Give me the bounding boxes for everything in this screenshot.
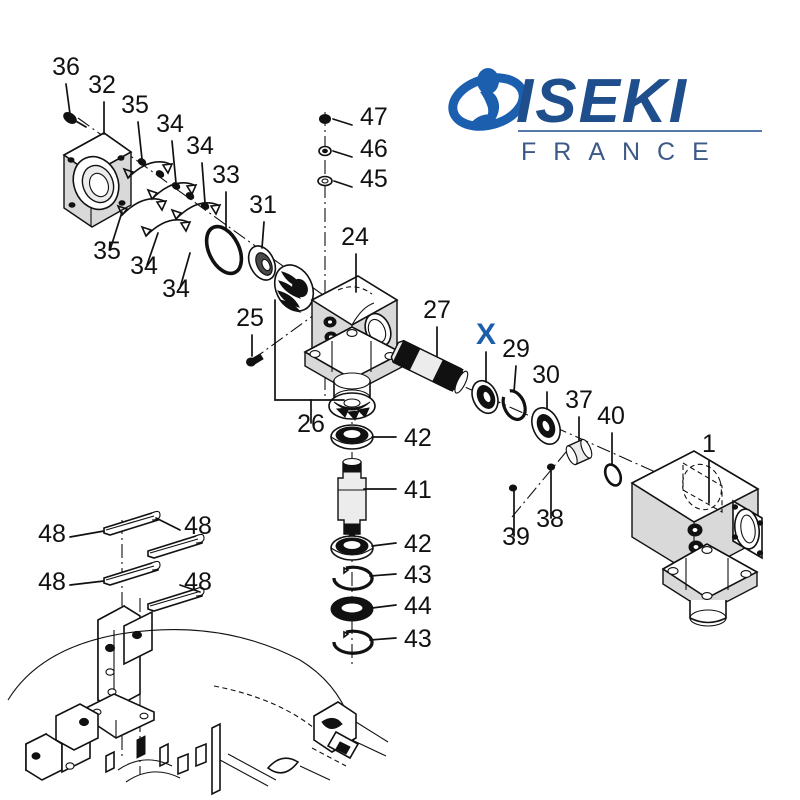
callout-38: 38 xyxy=(536,505,564,533)
part-43-snap-ring-lower xyxy=(332,629,374,655)
callout-48-d: 48 xyxy=(184,568,212,596)
callout-46: 46 xyxy=(360,135,388,163)
part-43-snap-ring-upper xyxy=(332,565,374,591)
callout-34-b: 34 xyxy=(186,132,214,160)
part-32-flange-housing xyxy=(62,132,133,228)
part-25-bolt xyxy=(246,353,264,367)
callout-34-a: 34 xyxy=(156,110,184,138)
callout-35-b: 35 xyxy=(93,237,121,265)
callout-37: 37 xyxy=(565,386,593,414)
callout-45: 45 xyxy=(360,165,388,193)
part-42-bearing-lower xyxy=(330,535,374,561)
part-40-o-ring xyxy=(603,463,623,487)
part-30-bearing xyxy=(531,407,561,445)
part-36-bolt xyxy=(63,112,87,128)
callout-labels: 36 32 35 34 34 33 31 35 34 34 25 47 46 4… xyxy=(38,53,716,653)
callout-35-a: 35 xyxy=(121,91,149,119)
callout-25: 25 xyxy=(236,304,264,332)
part-24-gearbox-housing xyxy=(303,275,404,407)
callout-42-b: 42 xyxy=(404,530,432,558)
callout-41: 41 xyxy=(404,476,432,504)
part-44-seal xyxy=(330,596,374,622)
part-27-spline-shaft xyxy=(390,339,469,394)
callout-30: 30 xyxy=(532,361,560,389)
part-26-bevel-gear xyxy=(328,392,376,421)
callout-42-a: 42 xyxy=(404,424,432,452)
part-31-bearing xyxy=(247,245,277,281)
part-47-bolt xyxy=(319,114,331,124)
parts-48-cotter-pins xyxy=(103,510,205,612)
callout-43-a: 43 xyxy=(404,561,432,589)
part-45-washer xyxy=(317,175,333,187)
callout-24: 24 xyxy=(341,223,369,251)
callout-34-c: 34 xyxy=(130,252,158,280)
parts-34-35-clips xyxy=(116,158,222,238)
callout-36: 36 xyxy=(52,53,80,81)
callout-33: 33 xyxy=(212,161,240,189)
part-46-washer xyxy=(318,145,332,157)
part-38-fastener xyxy=(546,463,556,471)
callout-32: 32 xyxy=(88,71,116,99)
iseki-france-logo: ISEKI FRANCE xyxy=(448,67,762,166)
part-33-o-ring xyxy=(204,224,244,276)
part-26-bevel-pinion xyxy=(273,264,315,313)
logo-wordmark: ISEKI xyxy=(516,67,688,136)
callout-48-a: 48 xyxy=(38,520,66,548)
callout-40: 40 xyxy=(597,402,625,430)
part-42-bearing-upper xyxy=(330,424,374,450)
iseki-logo-mark xyxy=(448,68,528,131)
callout-47: 47 xyxy=(360,103,388,131)
leader-lines xyxy=(65,83,710,641)
part-41-shaft xyxy=(337,457,367,544)
part-29-snap-ring xyxy=(501,389,527,421)
callout-31: 31 xyxy=(249,191,277,219)
callout-48-b: 48 xyxy=(184,512,212,540)
mower-deck-assembly xyxy=(7,604,389,796)
callout-27: 27 xyxy=(423,296,451,324)
callout-1: 1 xyxy=(702,430,716,458)
callout-39: 39 xyxy=(502,523,530,551)
callout-34-d: 34 xyxy=(162,275,190,303)
centerlines xyxy=(77,112,701,775)
x-marker: X xyxy=(476,318,496,351)
part-39-fastener xyxy=(508,484,518,492)
part-1-gearbox-housing xyxy=(630,450,764,627)
callout-48-c: 48 xyxy=(38,568,66,596)
callout-44: 44 xyxy=(404,592,432,620)
callout-26: 26 xyxy=(297,410,325,438)
part-x-bearing xyxy=(471,379,499,415)
callout-43-b: 43 xyxy=(404,625,432,653)
callout-29: 29 xyxy=(502,335,530,363)
logo-subtitle: FRANCE xyxy=(521,138,726,166)
part-37-collar xyxy=(565,438,593,466)
